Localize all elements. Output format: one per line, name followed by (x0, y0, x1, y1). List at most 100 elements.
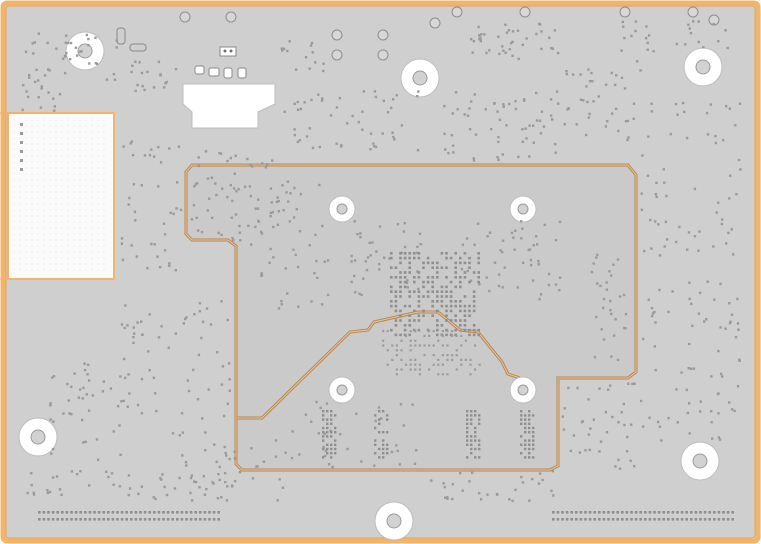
edge-pad (56, 511, 59, 514)
bga-pad (460, 330, 463, 333)
bga-pad (431, 314, 434, 317)
via (226, 485, 229, 488)
via (167, 346, 170, 349)
edge-pad (708, 518, 711, 521)
memory-pad (322, 439, 325, 442)
via (322, 62, 325, 65)
via (654, 193, 658, 196)
via (299, 192, 302, 196)
via (118, 424, 121, 427)
mounting-hole-top-left-drill (77, 43, 93, 59)
via (730, 228, 733, 231)
bga-pad (422, 314, 425, 317)
via (610, 355, 613, 358)
via (228, 378, 231, 381)
bga-pad (408, 295, 411, 298)
keepout-dot (31, 251, 33, 253)
via (174, 269, 177, 272)
via (520, 237, 523, 240)
bga-pad (409, 344, 412, 347)
via (446, 497, 449, 500)
bga-pad (408, 324, 411, 327)
via (201, 320, 205, 324)
via (690, 367, 693, 370)
keepout-dot (103, 233, 105, 235)
edge-pad (176, 518, 179, 521)
via (551, 470, 554, 473)
via (550, 489, 553, 492)
via (24, 50, 28, 53)
bga-pad (428, 334, 431, 337)
via (157, 145, 160, 149)
via (730, 313, 734, 316)
memory-pad (330, 422, 333, 425)
memory-pad (378, 447, 381, 451)
via (687, 231, 691, 234)
via (720, 222, 724, 226)
via (521, 227, 524, 230)
edge-pad (561, 511, 564, 514)
keepout-dot (49, 119, 51, 121)
keepout-dot (103, 245, 105, 247)
bga-pad (463, 252, 467, 255)
via (304, 413, 308, 416)
memory-pad (524, 426, 527, 430)
via (318, 183, 321, 187)
via (204, 150, 208, 153)
keepout-dot (25, 155, 27, 157)
bga-pad (454, 304, 457, 308)
via (663, 245, 666, 248)
edge-pad (79, 518, 82, 521)
edge-pad (611, 518, 615, 521)
via (350, 254, 353, 258)
edge-pad (199, 511, 202, 514)
via (48, 490, 52, 494)
via (133, 210, 137, 214)
keepout-dot (73, 119, 75, 121)
via (296, 140, 300, 144)
via (474, 133, 478, 136)
via (227, 362, 231, 365)
bga-pad (477, 271, 480, 274)
via (140, 184, 143, 187)
bga-pad (446, 358, 449, 361)
memory-pad (382, 452, 385, 455)
keepout-dot (13, 185, 15, 187)
bga-pad (418, 368, 421, 371)
keepout-dot (79, 245, 81, 247)
via (128, 487, 132, 490)
memory-pad (330, 410, 333, 413)
bga-pad (445, 295, 448, 298)
via (501, 45, 504, 48)
bga-pad (390, 256, 393, 260)
edge-pad (565, 511, 569, 514)
via (373, 145, 376, 148)
component-footprint-top (182, 83, 276, 129)
bga-pad (459, 319, 462, 322)
via (360, 293, 363, 297)
via (388, 257, 391, 260)
via (713, 298, 716, 301)
edge-pad (120, 511, 124, 514)
keepout-dot (85, 197, 87, 199)
via (329, 114, 333, 117)
test-point (619, 6, 631, 18)
bga-pad (399, 261, 402, 265)
via (314, 233, 317, 236)
bga-pad (454, 252, 457, 255)
bga-pad (454, 314, 457, 317)
via (231, 237, 234, 240)
via (605, 288, 609, 291)
via (110, 472, 114, 475)
bga-pad (409, 330, 412, 333)
via (165, 493, 169, 497)
standoff-heatsink-br (509, 376, 537, 404)
via (587, 116, 590, 119)
via (630, 34, 633, 38)
via (554, 151, 557, 154)
edge-pad (722, 518, 725, 521)
via (592, 100, 595, 103)
ground-plane-inner-outline (185, 164, 637, 471)
via (75, 473, 79, 476)
keepout-dot (31, 155, 33, 157)
